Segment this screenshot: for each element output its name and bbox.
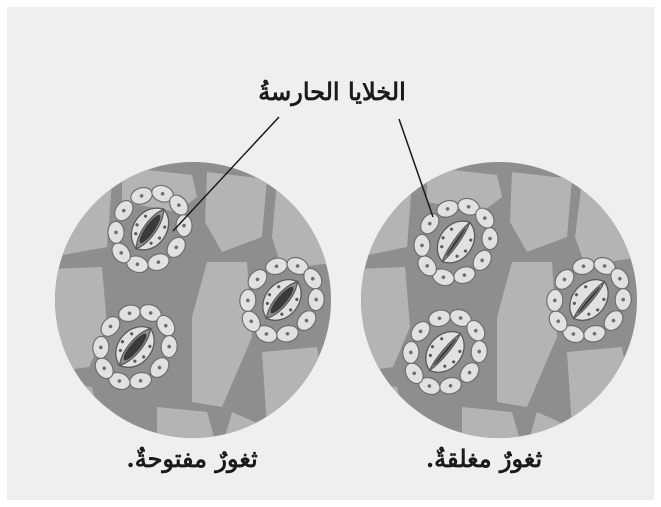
open-stoma <box>107 184 193 274</box>
guard-cell <box>264 279 302 321</box>
leader-line-closed <box>398 118 434 218</box>
stoma-pore <box>446 228 466 256</box>
guard-cell <box>117 326 155 368</box>
open-stomata-caption: ثغورٌ مفتوحةٌ. <box>126 444 258 473</box>
closed-stoma <box>413 197 499 287</box>
closed-stoma <box>402 308 488 396</box>
open-stoma <box>92 303 178 391</box>
guard-cell <box>440 221 476 264</box>
guard-cell <box>428 332 465 373</box>
stoma-pore <box>139 214 161 244</box>
closed-stomata-view <box>361 162 637 438</box>
stomata-diagram <box>55 116 637 438</box>
guard-cell <box>134 207 170 251</box>
open-stoma <box>239 256 325 344</box>
guard-cell <box>572 280 609 321</box>
closed-stomata-caption: ثغورٌ مغلقةٌ. <box>425 444 543 473</box>
diagram-canvas: الخلايا الحارسةُ ثغورٌ مفتوحةٌ. ثغورٌ مغ… <box>7 7 654 500</box>
stoma-pore <box>123 333 147 361</box>
stoma-pore <box>270 286 294 314</box>
leader-line-open <box>172 116 280 232</box>
stoma-pore <box>578 286 600 314</box>
guard-cells-label: الخلايا الحارسةُ <box>258 77 406 106</box>
open-stomata-view <box>55 162 331 438</box>
closed-stoma <box>546 256 632 344</box>
stoma-pore <box>434 338 456 366</box>
